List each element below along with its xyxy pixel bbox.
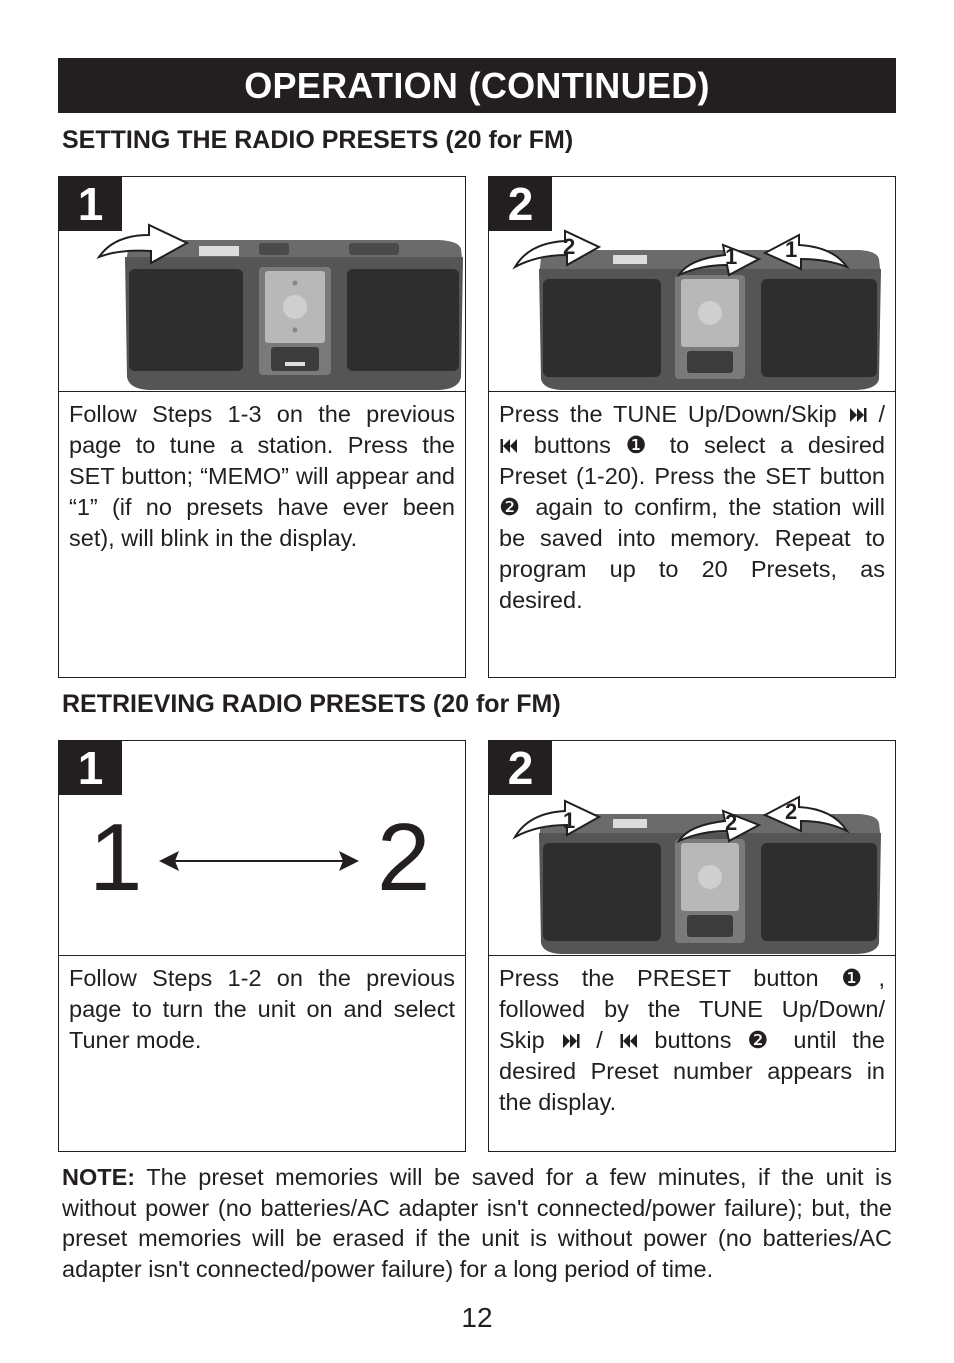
page-number: 12 (461, 1302, 493, 1333)
callout-number: 1 (725, 244, 738, 269)
skip-forward-icon (562, 1034, 580, 1048)
section-title-setting: SETTING THE RADIO PRESETS (20 for FM) (62, 126, 574, 154)
setting-step2-panel: 2 2 1 1 Press the TUNE Up/Down/Skip / bu… (488, 176, 896, 678)
step-text: Follow Steps 1-2 on the previous page to… (69, 965, 455, 1053)
callout-number: 1 (785, 237, 798, 262)
boombox-image (96, 223, 463, 390)
section-title-retrieving: RETRIEVING RADIO PRESETS (20 for FM) (62, 690, 561, 718)
callout-number: 2 (563, 234, 576, 259)
retrieving-step1-panel: 1 1 2 Follow Steps 1-2 on the previous p… (58, 740, 466, 1152)
step-marker-2: ❷ (499, 494, 525, 520)
note-paragraph: NOTE: The preset memories will be saved … (62, 1162, 892, 1284)
step-marker-1: ❶ (841, 965, 879, 991)
device-illustration: 2 1 1 (489, 177, 895, 392)
callout-number: 2 (725, 810, 738, 835)
boombox-image (512, 795, 881, 954)
step-badge: 2 (489, 177, 552, 231)
sequence-illustration: 1 2 (59, 741, 465, 956)
step-text: Press the PRESET button ❶, followed by t… (499, 965, 885, 1115)
page-banner: OPERATION (CONTINUED) (58, 58, 896, 113)
step-marker-2: ❷ (747, 1027, 778, 1053)
device-illustration: 1 2 2 (489, 741, 895, 956)
sequence-end: 2 (377, 804, 431, 911)
skip-forward-icon (849, 408, 867, 422)
step-marker-1: ❶ (625, 432, 655, 458)
setting-step1-panel: 1 Follow Steps 1-3 on the previous page … (58, 176, 466, 678)
note-label: NOTE: (62, 1164, 136, 1190)
double-arrow-icon (159, 851, 359, 871)
boombox-image (512, 229, 881, 390)
note-text: The preset memories will be saved for a … (62, 1164, 892, 1282)
step-text: Follow Steps 1-3 on the previous page to… (69, 401, 455, 551)
step-badge: 1 (59, 177, 122, 231)
step-badge: 2 (489, 741, 552, 795)
callout-number: 2 (785, 799, 798, 824)
step-badge: 1 (59, 741, 122, 795)
skip-back-icon (500, 439, 517, 453)
step-text: Press the TUNE Up/Down/Skip / buttons ❶ … (499, 401, 885, 613)
retrieving-step2-panel: 2 1 2 2 Press the PRESET button ❶, follo… (488, 740, 896, 1152)
device-illustration (59, 177, 465, 392)
skip-back-icon (620, 1034, 637, 1048)
callout-number: 1 (563, 808, 576, 833)
sequence-start: 1 (89, 804, 143, 911)
